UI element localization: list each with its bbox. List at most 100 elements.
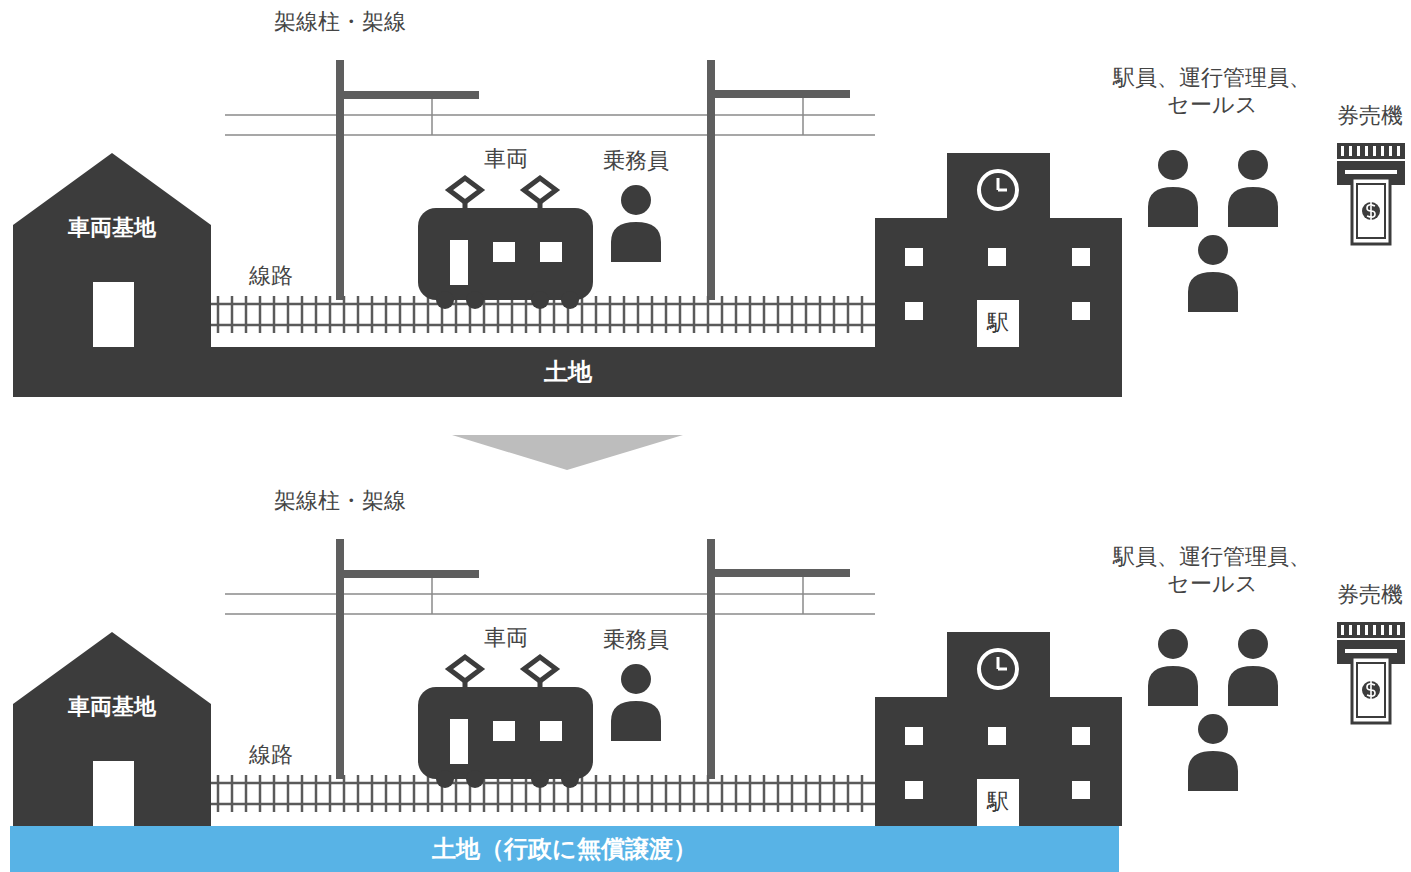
clock-hand	[997, 178, 1000, 190]
depot-door	[93, 282, 134, 347]
track-tie	[651, 775, 654, 812]
machine-top	[1337, 622, 1405, 638]
building-label: 駅	[987, 309, 1009, 337]
train-wheel	[466, 770, 484, 788]
track-tie	[623, 296, 626, 333]
track-tie	[833, 775, 836, 812]
machine-slot	[1357, 625, 1360, 635]
track-tie	[511, 775, 514, 812]
track-tie	[595, 775, 598, 812]
machine-slot	[1389, 625, 1392, 635]
part-label: 車両	[446, 145, 566, 172]
train-window	[540, 242, 562, 262]
track-tie	[455, 775, 458, 812]
train-wheel	[436, 770, 454, 788]
banknote-border	[1357, 184, 1385, 238]
person-head	[621, 664, 651, 694]
banknote	[1352, 178, 1390, 244]
station-building: 駅	[875, 153, 1122, 347]
person-body	[611, 222, 661, 262]
machine-slot	[1397, 625, 1400, 635]
track-tie	[833, 296, 836, 333]
station-building: 駅	[875, 632, 1122, 826]
track-tie	[427, 296, 430, 333]
part-label: 乗務員	[576, 626, 696, 653]
track-tie	[245, 296, 248, 333]
label-anchor: 乗務員	[576, 147, 696, 174]
track-tie	[315, 296, 318, 333]
label-anchor: 駅員、運行管理員、 セールス	[1105, 64, 1320, 118]
station-window	[1072, 781, 1090, 799]
track-tie	[427, 775, 430, 812]
station-block	[875, 697, 1122, 826]
depot-shape	[13, 153, 211, 347]
label-anchor: 車両	[446, 624, 566, 651]
machine-top	[1337, 143, 1405, 159]
transition-arrow	[452, 435, 683, 470]
track-tie	[217, 296, 220, 333]
station-window	[988, 248, 1006, 266]
track-tie	[413, 296, 416, 333]
clock-hand	[998, 668, 1007, 671]
track-tie	[329, 296, 332, 333]
label-anchor: 架線柱・架線	[190, 8, 490, 35]
track-tie	[553, 296, 556, 333]
depot-building: 車両基地	[13, 153, 211, 347]
person-body	[611, 701, 661, 741]
person-head	[1238, 150, 1268, 180]
depot-door	[93, 761, 134, 826]
track-tie	[679, 296, 682, 333]
track-tie	[357, 296, 360, 333]
land-band: 土地	[13, 347, 1122, 397]
person-head	[1238, 629, 1268, 659]
track-tie	[777, 775, 780, 812]
track-tie	[301, 775, 304, 812]
clock-hand	[998, 189, 1007, 192]
station-window	[1072, 727, 1090, 745]
track-tie	[707, 296, 710, 333]
depot-shape	[13, 632, 211, 826]
label-anchor: 線路	[211, 741, 331, 768]
machine-slot	[1381, 146, 1384, 156]
station-window	[1072, 302, 1090, 320]
part-label: 架線柱・架線	[190, 8, 490, 35]
track-tie	[609, 775, 612, 812]
catenary-wire	[225, 114, 875, 116]
track-tie	[665, 775, 668, 812]
track-tie	[511, 296, 514, 333]
train-door	[450, 719, 468, 764]
wire-dropper	[802, 576, 804, 614]
currency-sign	[1367, 681, 1375, 699]
part-label: 架線柱・架線	[190, 487, 490, 514]
track-tie	[707, 775, 710, 812]
pantograph	[524, 657, 556, 681]
machine-slot	[1349, 625, 1352, 635]
person-body	[1148, 187, 1198, 227]
track-tie	[819, 296, 822, 333]
label-anchor: 線路	[211, 262, 331, 289]
track-tie	[791, 296, 794, 333]
pole-arm	[336, 91, 479, 99]
track-tie	[693, 296, 696, 333]
currency-sign	[1367, 202, 1375, 220]
station-sign	[977, 779, 1019, 826]
train-body	[418, 687, 593, 779]
track-tie	[805, 296, 808, 333]
person-head	[1198, 235, 1228, 265]
train-wheel	[561, 770, 579, 788]
label-anchor: 券売機	[1330, 581, 1410, 608]
machine-slot	[1397, 146, 1400, 156]
catenary-wire	[225, 593, 875, 595]
machine-slot	[1365, 625, 1368, 635]
track-tie	[721, 296, 724, 333]
track-tie	[749, 296, 752, 333]
train-wheel	[531, 770, 549, 788]
track-tie	[385, 775, 388, 812]
banknote-border	[1357, 663, 1385, 717]
track-tie	[721, 775, 724, 812]
train-window	[493, 242, 515, 262]
track-tie	[581, 775, 584, 812]
station-window	[1072, 248, 1090, 266]
track-tie	[371, 296, 374, 333]
track-tie	[651, 296, 654, 333]
